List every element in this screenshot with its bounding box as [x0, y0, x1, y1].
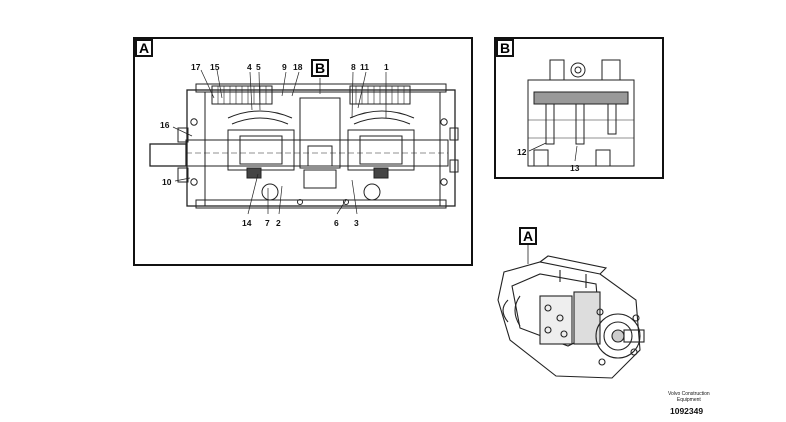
label-2: 2	[276, 218, 281, 228]
label-7: 7	[265, 218, 270, 228]
label-11: 11	[360, 62, 369, 72]
view-b-detail	[527, 59, 635, 167]
brand-text: Volvo Construction Equipment	[668, 391, 710, 403]
brand-line-2: Equipment	[676, 396, 701, 403]
label-10: 10	[162, 177, 172, 187]
label-12: 12	[517, 147, 527, 157]
detail-b-callout: B	[311, 59, 329, 77]
view-b-panel	[494, 37, 664, 179]
drawing-code: 1092349	[670, 406, 704, 416]
pump-3d-view	[497, 245, 645, 379]
label-13: 13	[570, 163, 580, 173]
view-b-leaders	[528, 142, 578, 162]
view-a-leaders	[172, 69, 387, 215]
brand-line-1: Volvo Construction	[668, 391, 710, 397]
label-8: 8	[351, 62, 356, 72]
label-1: 1	[384, 62, 389, 72]
view-a-panel	[133, 37, 473, 266]
label-6: 6	[334, 218, 339, 228]
label-5: 5	[256, 62, 261, 72]
label-14: 14	[242, 218, 252, 228]
label-18: 18	[293, 62, 303, 72]
view-a-tag: A	[135, 39, 153, 57]
label-4: 4	[247, 62, 252, 72]
view-b-tag: B	[496, 39, 514, 57]
label-15: 15	[210, 62, 220, 72]
label-9: 9	[282, 62, 287, 72]
pump-view-tag: A	[519, 227, 537, 245]
label-16: 16	[160, 120, 170, 130]
label-17: 17	[191, 62, 201, 72]
label-3: 3	[354, 218, 359, 228]
view-a-pump-section	[149, 83, 459, 209]
